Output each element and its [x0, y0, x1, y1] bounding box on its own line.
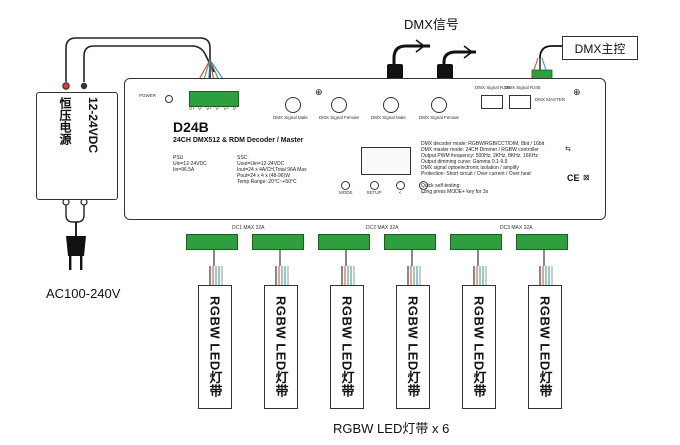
spec-right: SSC: Uout=Uin=12-24VDC Iout=24 x 4A/CH,T… [237, 155, 307, 185]
xlr-plug-1-icon [387, 64, 403, 80]
ce-mark: CE [567, 173, 580, 183]
right-button[interactable]: > [418, 181, 428, 195]
power-led-icon [165, 95, 173, 103]
xlr-plug-2-icon [437, 64, 453, 80]
setup-button[interactable]: SETUP [367, 181, 382, 195]
rj45-port-icon [481, 95, 503, 109]
button-icon [395, 181, 405, 190]
output-terminal-2 [252, 234, 304, 250]
psu-label-cn: 恒压电源 [58, 97, 72, 145]
weee-icon: ⊠ [583, 173, 590, 182]
xlr-female-port-icon [431, 97, 447, 113]
dmx-signal-cable-2 [442, 50, 476, 72]
psu-label-voltage: 12-24VDC [86, 97, 100, 154]
power-supply-box: 恒压电源 12-24VDC [36, 92, 118, 200]
dmx-port-label: DMX Signal Male [273, 115, 308, 120]
led-strip: RGBW LED灯带 [264, 285, 298, 409]
out-group-label: DC2 MAX 32A [366, 225, 399, 231]
dmx-master-box: DMX主控 [562, 36, 638, 60]
out-group-label: DC1 MAX 32A [232, 225, 265, 231]
output-terminal-6 [516, 234, 568, 250]
power-plug-icon [66, 236, 86, 256]
psu-output-cable [65, 37, 211, 82]
out-group-label: DC3 MAX 32A [500, 225, 533, 231]
button-icon [341, 181, 351, 190]
led-strip-label: RGBW LED灯带 [405, 296, 421, 398]
xlr-male-port-icon [383, 97, 399, 113]
footer-label: RGBW LED灯带 x 6 [333, 421, 450, 436]
spec-left: PSU Uin=12-24VDC Iin=96.5A [173, 155, 207, 173]
output-terminal-3 [318, 234, 370, 250]
input-terminal-pin: V- [232, 106, 237, 111]
d24b-decoder: POWER V+ V- V+ V- V+ V- ⊕ ⊕ DMX Signal M… [124, 78, 606, 220]
rj45-label: DMX Signal RJ45 [475, 85, 511, 90]
input-terminal-pin: V- [215, 106, 220, 111]
lcd-display [361, 147, 411, 175]
led-strip-label: RGBW LED灯带 [273, 296, 289, 398]
input-terminal-labels: V+ V- V+ V- V+ V- [189, 106, 237, 111]
led-strip-label: RGBW LED灯带 [537, 296, 553, 398]
led-strip-label: RGBW LED灯带 [207, 296, 223, 398]
led-strip-label: RGBW LED灯带 [339, 296, 355, 398]
input-terminal-pin: V+ [206, 106, 212, 111]
led-strip: RGBW LED灯带 [462, 285, 496, 409]
input-terminal-pin: V+ [189, 106, 195, 111]
dmx-master-label: DMX主控 [574, 41, 626, 56]
control-buttons: MODE SETUP < > [339, 181, 428, 195]
led-strip-label: RGBW LED灯带 [471, 296, 487, 398]
button-icon [418, 181, 428, 190]
led-strip: RGBW LED灯带 [528, 285, 562, 409]
mode-button[interactable]: MODE [339, 181, 353, 195]
psu-positive-terminal [62, 82, 70, 90]
output-terminal-5 [450, 234, 502, 250]
power-tag: POWER [139, 93, 157, 98]
xlr-male-port-icon [285, 97, 301, 113]
led-strip: RGBW LED灯带 [396, 285, 430, 409]
left-button[interactable]: < [395, 181, 405, 195]
xlr-female-port-icon [331, 97, 347, 113]
dmx-port-label: DMX Signal Female [319, 115, 360, 120]
output-terminal-4 [384, 234, 436, 250]
model-subtitle: 24CH DMX512 & RDM Decoder / Master [173, 137, 304, 144]
input-terminal-pin: V- [198, 106, 203, 111]
dmx-port-label: DMX Signal Male [371, 115, 406, 120]
dmx-port-label: DMX Signal Female [419, 115, 460, 120]
led-strip: RGBW LED灯带 [198, 285, 232, 409]
ac-input-label: AC100-240V [46, 286, 121, 301]
output-terminal-1 [186, 234, 238, 250]
usb-icon: ⇆ [565, 146, 571, 153]
input-terminal-pin: V+ [223, 106, 230, 111]
dmx-master-tag: DMX MASTER [535, 97, 566, 102]
psu-negative-terminal [80, 82, 88, 90]
model-name: D24B [173, 119, 209, 135]
screw-icon: ⊕ [315, 87, 323, 97]
rj45-port-icon [509, 95, 531, 109]
dmx-signal-cable-1 [392, 44, 430, 72]
dmx-master-cable [539, 45, 562, 84]
dmx-signal-label: DMX信号 [404, 17, 459, 32]
screw-icon: ⊕ [573, 87, 581, 97]
feature-list: DMX decoder mode: RGBW/RGB/CCT/DIM, 8bit… [421, 141, 545, 195]
button-icon [369, 181, 379, 190]
power-input-terminal [189, 91, 239, 107]
output-wires [209, 244, 553, 286]
rj45-label: DMX Signal RJ45 [505, 85, 541, 90]
led-strip: RGBW LED灯带 [330, 285, 364, 409]
